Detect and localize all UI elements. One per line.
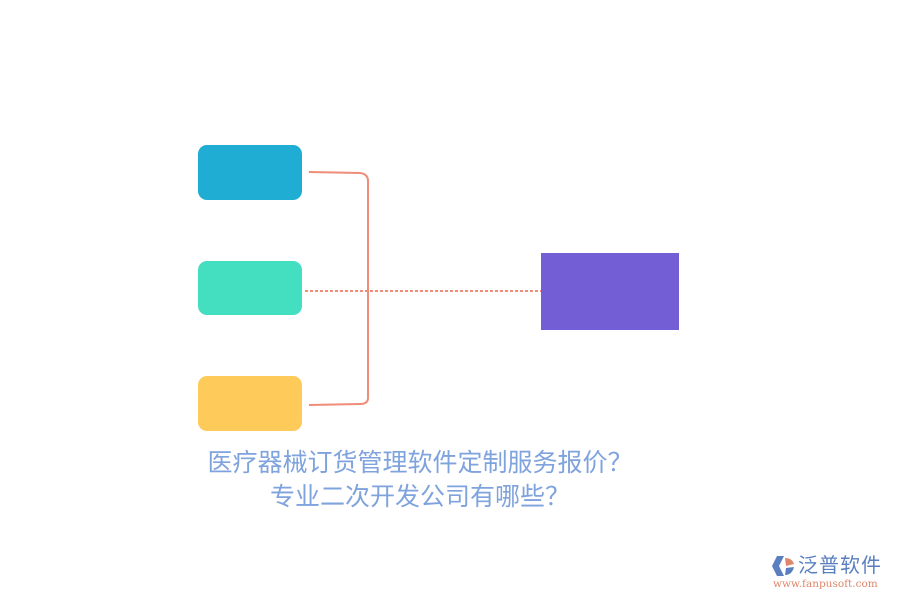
node-target xyxy=(541,253,679,330)
bracket-connector xyxy=(308,171,369,406)
node-middle xyxy=(198,261,302,315)
caption-line-1: 医疗器械订货管理软件定制服务报价？ xyxy=(207,448,633,477)
caption-line-2: 专业二次开发公司有哪些？ xyxy=(269,482,570,511)
logo-url: www.fanpusoft.com xyxy=(773,578,878,590)
logo-name: 泛普软件 xyxy=(798,553,882,577)
brand-logo: 泛普软件 www.fanpusoft.com xyxy=(768,552,898,592)
node-top xyxy=(198,145,302,200)
node-bottom xyxy=(198,376,302,431)
caption: 医疗器械订货管理软件定制服务报价？ 专业二次开发公司有哪些？ xyxy=(150,446,690,514)
fanpu-logo-icon xyxy=(772,556,794,576)
